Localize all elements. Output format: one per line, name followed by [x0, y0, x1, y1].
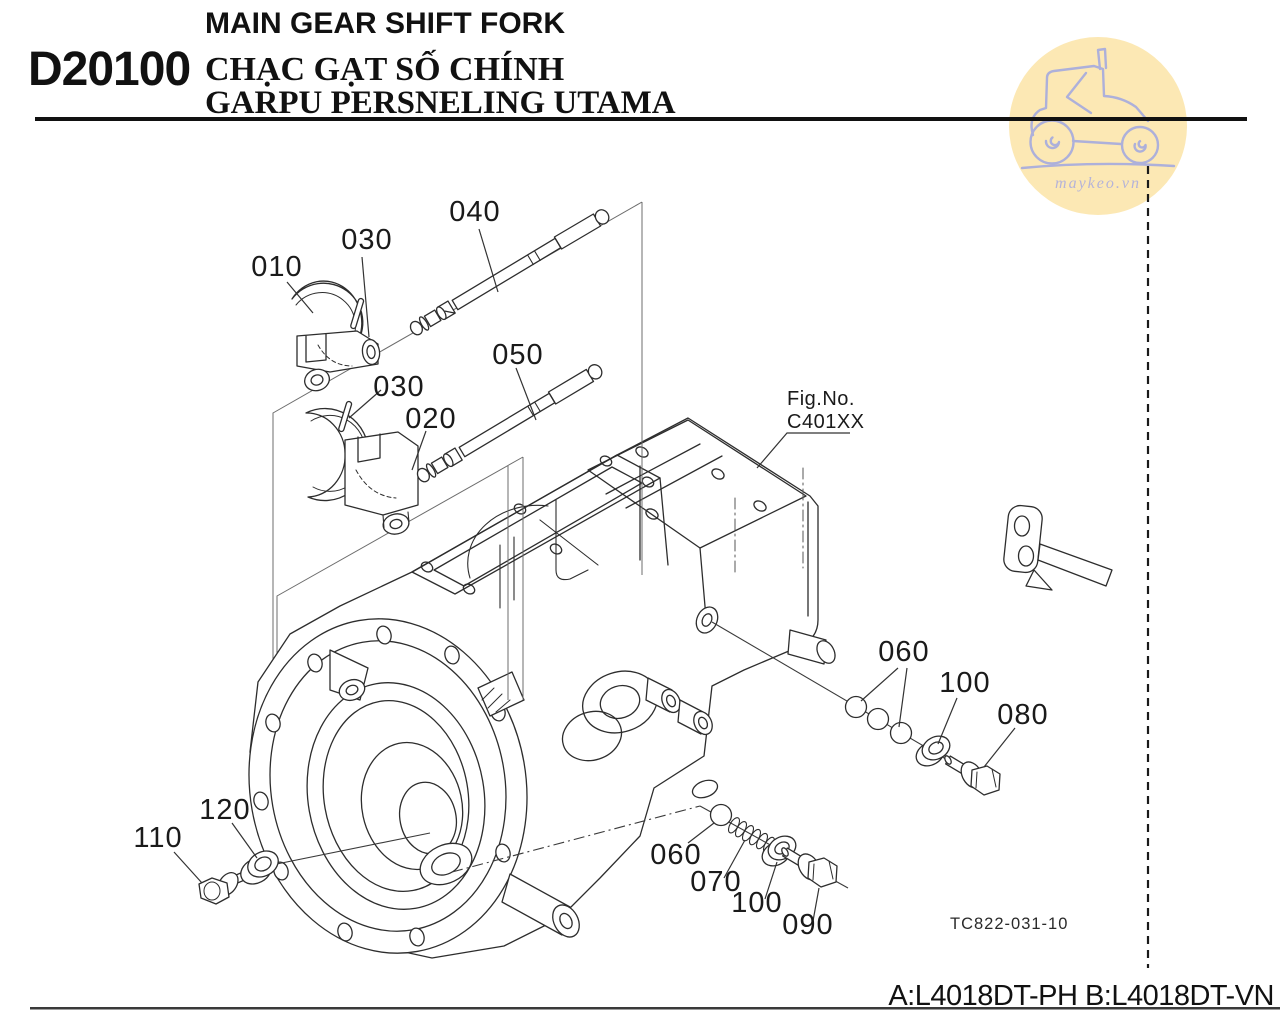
panel-edges-over-case	[507, 202, 643, 700]
fig-no-value: C401XX	[787, 411, 865, 433]
callout-110: 110	[133, 822, 182, 854]
shift-fork-1	[291, 280, 381, 392]
axis-bottom-phantom	[451, 805, 701, 873]
roll-pin-lower	[338, 400, 353, 433]
callout-060-lower: 060	[650, 839, 701, 871]
callout-030-upper: 030	[341, 224, 392, 256]
washer-bottom	[761, 835, 797, 867]
header-rule	[35, 117, 1247, 121]
title-en: MAIN GEAR SHIFT FORK	[205, 7, 565, 40]
fig-reference: Fig.No. C401XX	[787, 388, 865, 433]
callout-070: 070	[690, 866, 741, 898]
case-front-bores	[561, 670, 658, 762]
detent-ball	[866, 707, 890, 731]
header: D20100 MAIN GEAR SHIFT FORK CHẠC GẠT SỐ …	[28, 7, 1247, 121]
callout-010: 010	[251, 251, 302, 283]
callout-040: 040	[449, 196, 500, 228]
case-phantom-lines	[734, 467, 804, 577]
site-logo-badge: maykeo.vn	[1009, 37, 1187, 215]
bolt-bottom	[781, 847, 838, 888]
washer-right	[915, 735, 951, 767]
logo-watermark: maykeo.vn	[1055, 175, 1141, 192]
drawing-number: TC822-031-10	[950, 915, 1068, 933]
callout-100-lower: 100	[731, 887, 782, 919]
title-vi: CHẠC GẠT SỐ CHÍNH	[205, 49, 564, 88]
callout-060-right: 060	[878, 636, 929, 668]
case-interior-ribs	[499, 499, 599, 609]
part-code: D20100	[28, 43, 190, 96]
loose-parts	[291, 209, 610, 535]
shift-rod-1	[409, 209, 610, 336]
model-codes: A:L4018DT-PH B:L4018DT-VN	[888, 980, 1274, 1012]
case-rim-bolt-holes	[420, 455, 655, 595]
case-right-boss	[691, 606, 836, 799]
callout-120: 120	[199, 794, 250, 826]
case-rear-box-face	[587, 419, 807, 549]
shift-rod-2	[416, 364, 603, 483]
callout-090: 090	[782, 909, 833, 941]
callout-080: 080	[997, 699, 1048, 731]
case-bottom-boss	[501, 873, 580, 938]
callout-030-lower: 030	[373, 371, 424, 403]
washer-left	[240, 850, 279, 885]
detent-ball	[889, 721, 913, 745]
fig-no-leader	[756, 432, 850, 469]
callout-020: 020	[405, 403, 456, 435]
case-interior-arc	[467, 504, 549, 579]
case-box-bolt-holes	[635, 446, 767, 520]
callout-050: 050	[492, 339, 543, 371]
logo-circle	[1009, 37, 1187, 215]
shift-fork-2	[305, 407, 419, 535]
detent-ball	[709, 803, 733, 827]
detent-hardware	[198, 695, 1001, 905]
roll-pin-upper	[350, 297, 365, 330]
transmission-case	[248, 417, 1113, 959]
callout-leaders	[173, 228, 1016, 922]
callout-100-right: 100	[939, 667, 990, 699]
bell-housing	[248, 618, 528, 954]
fig-no-label: Fig.No.	[787, 388, 855, 410]
case-wall-edges	[639, 465, 809, 619]
title-id: GARPU PERSNELING UTAMA	[205, 85, 676, 121]
footer-rule	[30, 1007, 1280, 1010]
detent-ball	[844, 695, 868, 719]
shift-link-plate	[1003, 504, 1113, 591]
callout-labels: 010 030 040 050 030 020 060 100 080 110 …	[133, 196, 1048, 941]
case-hatched-bracket	[477, 671, 525, 717]
case-standoff-cylinders	[645, 677, 713, 736]
bolt-right	[944, 755, 1001, 796]
